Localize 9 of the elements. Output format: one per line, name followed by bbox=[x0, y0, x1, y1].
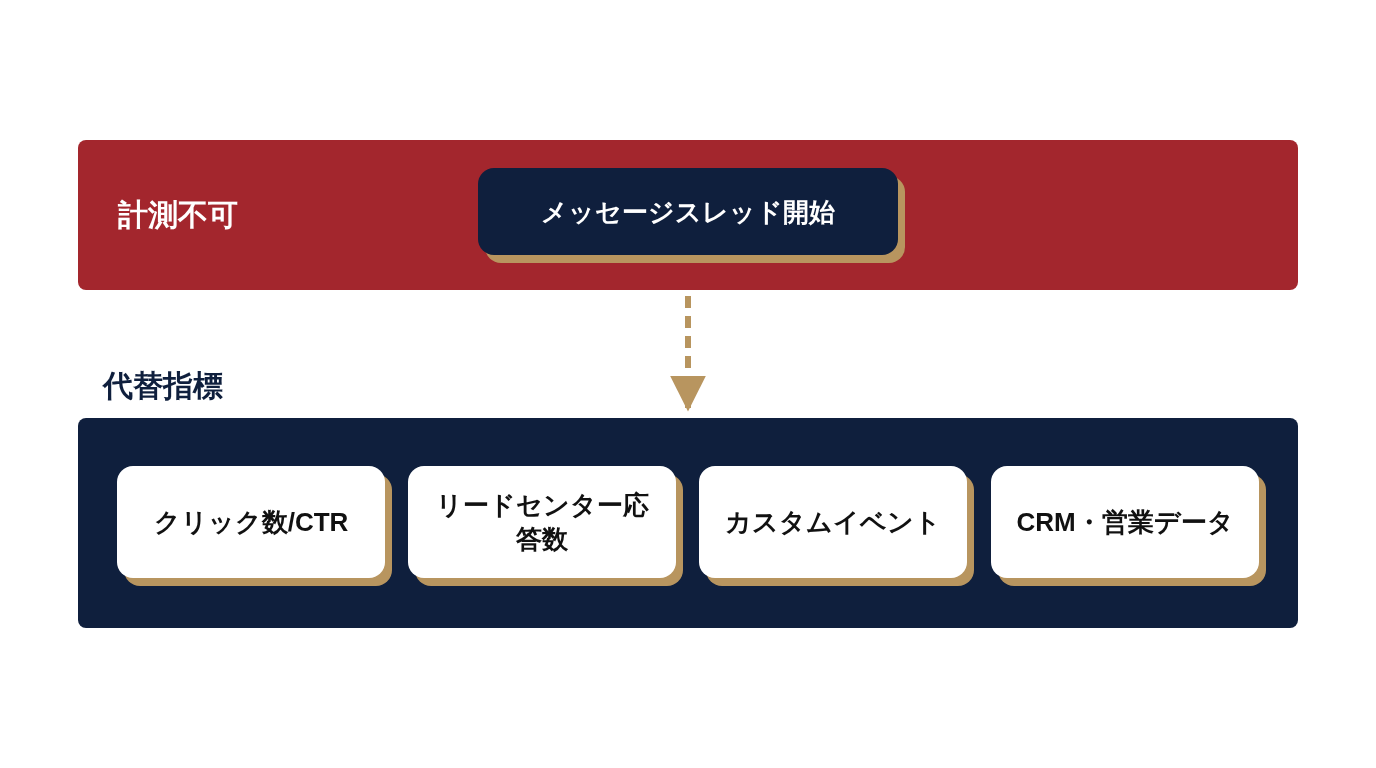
box-label: クリック数/CTR bbox=[153, 506, 349, 539]
section-heading: 代替指標 bbox=[103, 368, 223, 404]
box-label: カスタムイベント bbox=[725, 506, 941, 539]
section-heading: 計測不可 bbox=[118, 197, 238, 233]
arrow bbox=[670, 296, 706, 412]
band-background bbox=[78, 140, 1298, 290]
box-label: メッセージスレッド開始 bbox=[541, 195, 835, 229]
box-label: リードセンター応答数 bbox=[434, 489, 650, 556]
box-label: CRM・営業データ bbox=[1016, 506, 1234, 539]
